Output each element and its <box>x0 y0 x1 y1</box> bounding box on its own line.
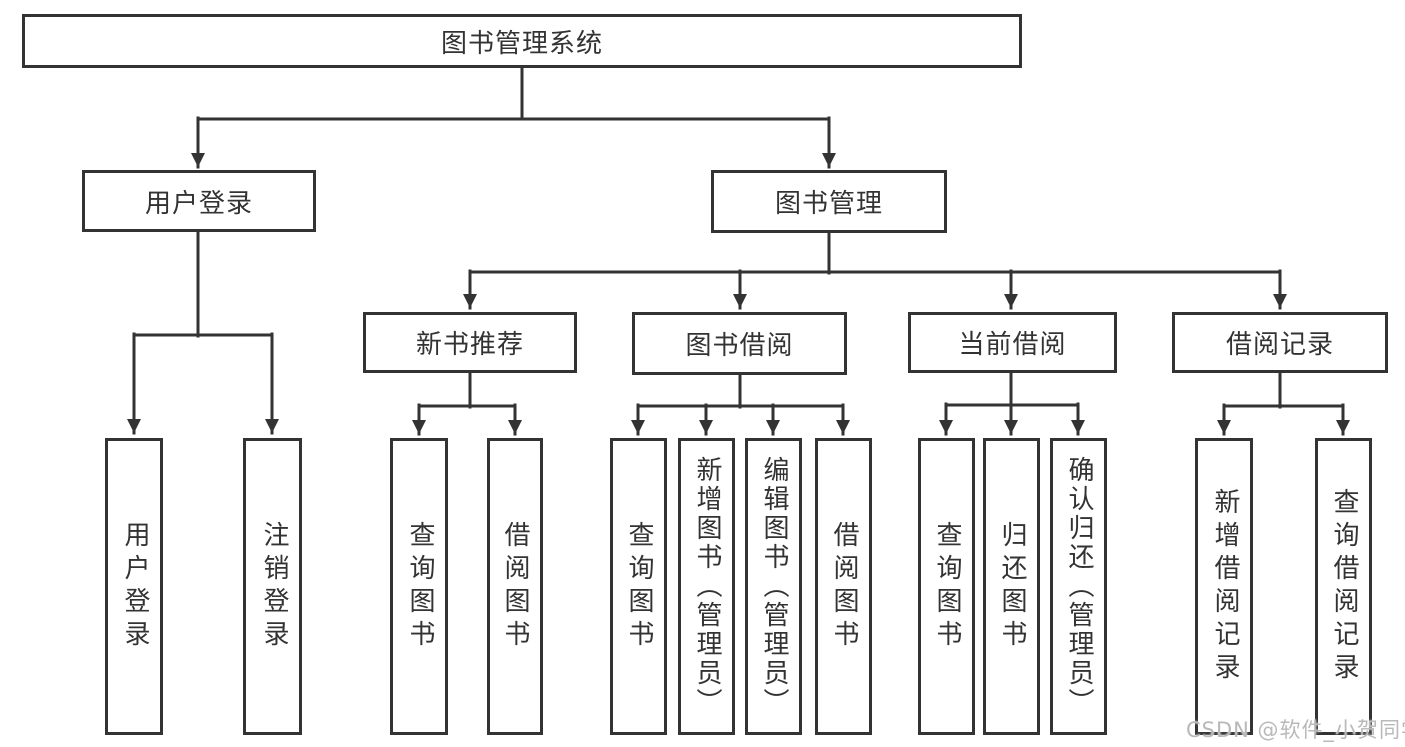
node-user-login: 用户登录 <box>82 170 316 232</box>
leaf-borrow-books-1: 借阅图书 <box>487 438 543 735</box>
leaf-edit-book-admin: 编辑图书（管理员） <box>745 438 802 735</box>
node-library-management-system: 图书管理系统 <box>22 14 1022 68</box>
leaf-search-borrow-record: 查询借阅记录 <box>1315 438 1372 735</box>
leaf-search-books-1: 查询图书 <box>390 438 448 735</box>
leaf-confirm-return-admin: 确认归还（管理员） <box>1050 438 1107 735</box>
leaf-user-login: 用户登录 <box>105 438 163 735</box>
node-new-book-recommend: 新书推荐 <box>363 312 577 373</box>
leaf-borrow-books-2: 借阅图书 <box>815 438 872 735</box>
leaf-add-book-admin: 新增图书（管理员） <box>678 438 735 735</box>
leaf-search-books-3: 查询图书 <box>918 438 975 735</box>
leaf-add-borrow-record: 新增借阅记录 <box>1195 438 1253 735</box>
node-book-management: 图书管理 <box>711 170 947 233</box>
leaf-return-books: 归还图书 <box>983 438 1040 735</box>
node-borrowing-records: 借阅记录 <box>1172 312 1388 373</box>
leaf-search-books-2: 查询图书 <box>610 438 667 735</box>
csdn-watermark: CSDN @软件_小贺同学 <box>1186 718 1405 742</box>
node-book-borrowing: 图书借阅 <box>632 312 847 375</box>
node-current-borrowing: 当前借阅 <box>908 312 1117 373</box>
leaf-logout: 注销登录 <box>243 438 302 735</box>
